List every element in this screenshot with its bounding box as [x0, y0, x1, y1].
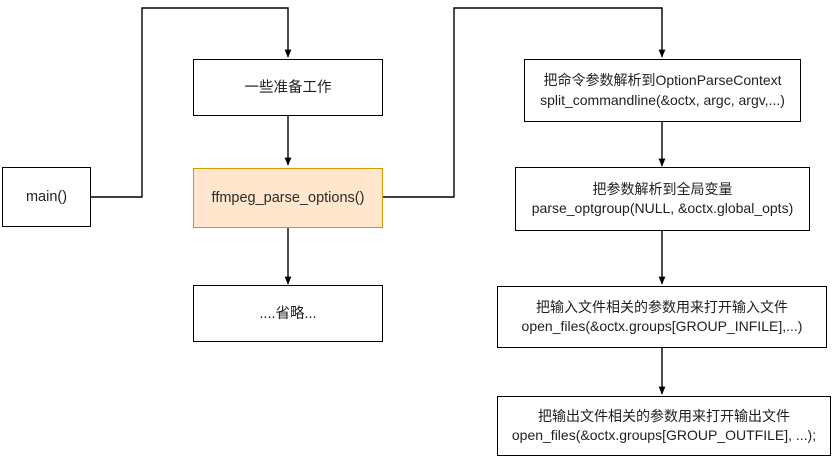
- node-split-commandline-label: 把命令参数解析到OptionParseContext split_command…: [540, 72, 785, 108]
- node-split-commandline[interactable]: 把命令参数解析到OptionParseContext split_command…: [524, 59, 801, 122]
- node-ffmpeg-parse-options[interactable]: ffmpeg_parse_options(): [193, 168, 383, 228]
- node-ffmpeg-parse-options-label: ffmpeg_parse_options(): [211, 190, 365, 206]
- node-open-output-files-label: 把输出文件相关的参数用来打开输出文件 open_files(&octx.grou…: [511, 407, 817, 443]
- node-omitted[interactable]: ....省略...: [193, 285, 383, 342]
- node-main[interactable]: main(): [2, 167, 91, 227]
- node-parse-optgroup-label: 把参数解析到全局变量 parse_optgroup(NULL, &octx.gl…: [531, 180, 794, 216]
- node-open-input-files[interactable]: 把输入文件相关的参数用来打开输入文件 open_files(&octx.grou…: [497, 286, 827, 348]
- node-open-input-files-label: 把输入文件相关的参数用来打开输入文件 open_files(&octx.grou…: [521, 298, 803, 334]
- node-omitted-label: ....省略...: [259, 305, 317, 322]
- node-main-label: main(): [25, 189, 68, 205]
- node-prepare-work-label: 一些准备工作: [244, 79, 332, 96]
- node-prepare-work[interactable]: 一些准备工作: [193, 59, 383, 116]
- node-open-output-files[interactable]: 把输出文件相关的参数用来打开输出文件 open_files(&octx.grou…: [497, 396, 831, 456]
- node-parse-optgroup[interactable]: 把参数解析到全局变量 parse_optgroup(NULL, &octx.gl…: [515, 167, 810, 231]
